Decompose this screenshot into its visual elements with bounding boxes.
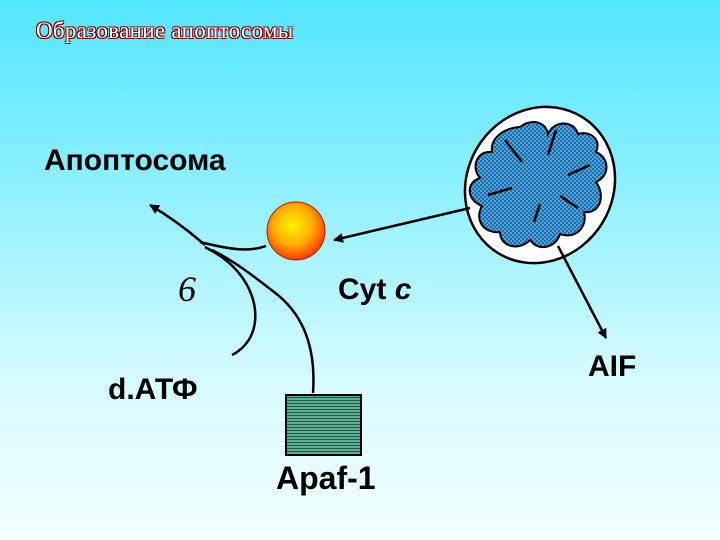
slide-title: Образование апоптосомы — [36, 18, 294, 43]
aif-label: AIF — [588, 350, 637, 383]
cytc-release-arrow — [333, 206, 471, 243]
step-number-label: 6 — [178, 269, 196, 309]
datp-label: d.АТФ — [108, 373, 198, 406]
apoptosome-output-arrow — [149, 203, 206, 246]
cytc-label-italic: c — [394, 273, 412, 306]
datp-to-junction-curve — [204, 245, 257, 357]
mitochondrion — [463, 105, 617, 265]
aif-release-arrow — [556, 245, 608, 339]
cytc-label: Cyt c — [338, 273, 411, 307]
apoptosome-sphere — [266, 201, 326, 261]
sphere-to-junction-curve — [199, 240, 267, 251]
apaf1-label: Apaf-1 — [276, 460, 376, 496]
apoptosome-label: Апоптосома — [44, 144, 226, 177]
apaf1-box — [285, 394, 362, 456]
mitochondrion-cristae — [468, 121, 608, 249]
cytc-label-text: Cyt — [338, 273, 395, 306]
apaf-to-junction-curve — [211, 248, 315, 394]
